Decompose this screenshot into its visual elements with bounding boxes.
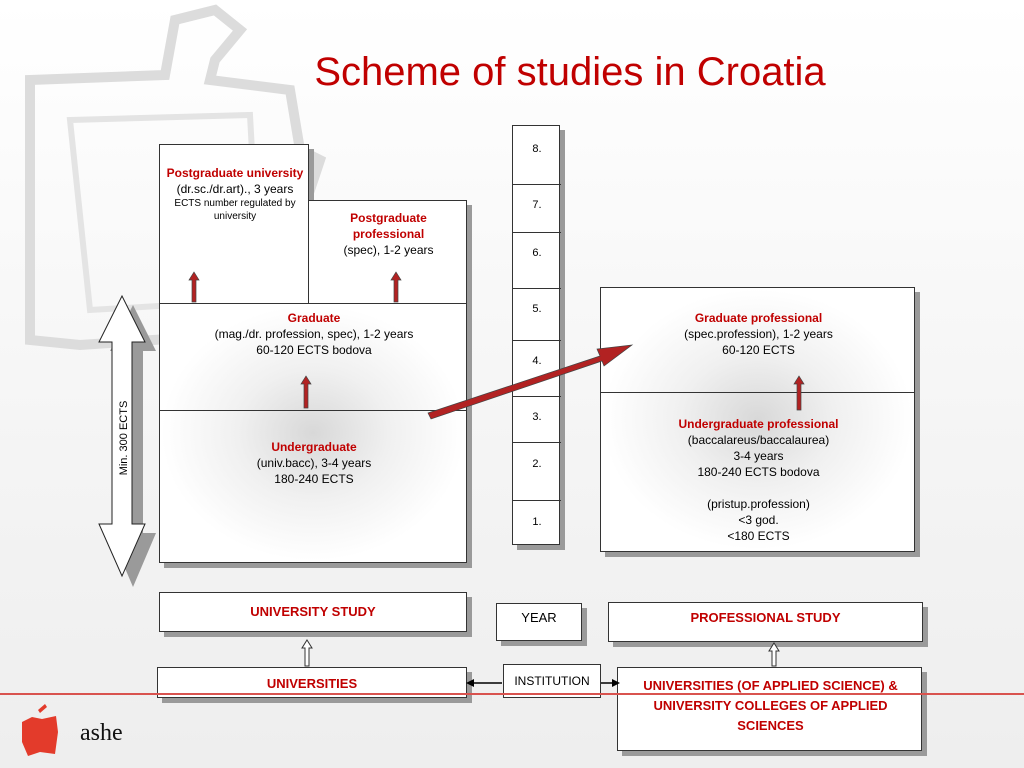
university-study-label: UNIVERSITY STUDY <box>159 592 467 632</box>
pristup-duration: <3 god. <box>738 513 779 527</box>
min-ects-label: Min. 300 ECTS <box>118 400 130 476</box>
diagonal-red-arrow <box>427 344 634 420</box>
institution-right-arrow <box>601 679 620 687</box>
universities-label: UNIVERSITIES <box>157 667 467 698</box>
pristup-profession: (pristup.profession) <box>707 497 810 511</box>
institution-left-arrow <box>466 679 502 687</box>
graduate-professional-title: Graduate professional <box>694 311 823 325</box>
year-7: 7. <box>513 184 561 232</box>
white-up-arrow-applied <box>768 642 780 667</box>
graduate-ects: 60-120 ECTS bodova <box>256 343 372 357</box>
postgraduate-professional-title: Postgraduate professional <box>350 211 427 241</box>
graduate-professional-duration: (spec.profession), 1-2 years <box>684 327 833 341</box>
graduate-box: Graduate (mag./dr. profession, spec), 1-… <box>159 303 467 563</box>
undergraduate-professional-duration: 3-4 years <box>733 449 784 463</box>
postgraduate-university-title: Postgraduate university <box>166 166 304 180</box>
professional-study-label: PROFESSIONAL STUDY <box>608 602 923 642</box>
red-up-arrow-1 <box>188 271 200 303</box>
undergraduate-ects: 180-240 ECTS <box>274 472 354 486</box>
postgraduate-university-box: Postgraduate university (dr.sc./dr.art).… <box>159 144 309 304</box>
year-8: 8. <box>532 143 542 155</box>
undergraduate-professional-degree: (baccalareus/baccalaurea) <box>687 433 830 447</box>
undergraduate-title: Undergraduate <box>271 440 357 454</box>
year-3: 3. <box>513 396 561 442</box>
year-6: 6. <box>513 232 561 288</box>
postgraduate-university-duration: (dr.sc./dr.art)., 3 years <box>176 182 294 196</box>
undergraduate-professional-title: Undergraduate professional <box>678 417 839 431</box>
graduate-duration: (mag./dr. profession, spec), 1-2 years <box>214 327 414 341</box>
postgraduate-professional-duration: (spec), 1-2 years <box>343 243 434 257</box>
year-scale: 8. 7. 6. 5. 4. 3. 2. 1. <box>512 125 561 546</box>
year-5: 5. <box>513 288 561 340</box>
professional-box: Graduate professional (spec.profession),… <box>600 287 915 552</box>
ashe-logo-text: ashe <box>80 720 123 746</box>
min-ects-double-arrow <box>98 294 156 587</box>
undergraduate-professional-ects: 180-240 ECTS bodova <box>697 465 820 479</box>
ashe-logo-icon <box>22 704 58 756</box>
institution-label: INSTITUTION <box>503 664 601 698</box>
page-title: Scheme of studies in Croatia <box>314 50 826 94</box>
red-up-arrow-4 <box>793 375 805 411</box>
postgraduate-university-ects: ECTS number regulated by university <box>174 198 296 222</box>
year-4: 4. <box>513 340 561 396</box>
undergraduate-duration: (univ.bacc), 3-4 years <box>256 456 372 470</box>
year-1: 1. <box>513 500 561 546</box>
white-up-arrow-universities <box>301 639 313 667</box>
year-2: 2. <box>513 442 561 500</box>
postgraduate-professional-box: Postgraduate professional (spec), 1-2 ye… <box>308 200 467 304</box>
professional-divider <box>601 392 914 393</box>
red-up-arrow-3 <box>300 375 312 409</box>
year-label: YEAR <box>496 603 582 641</box>
graduate-title: Graduate <box>287 311 341 325</box>
applied-sciences-label: UNIVERSITIES (OF APPLIED SCIENCE) & UNIV… <box>617 667 922 751</box>
graduate-professional-ects: 60-120 ECTS <box>722 343 795 357</box>
graduate-undergraduate-divider <box>160 410 466 411</box>
red-up-arrow-2 <box>390 271 402 303</box>
pristup-ects: <180 ECTS <box>727 529 790 543</box>
applied-sciences-text: UNIVERSITIES (OF APPLIED SCIENCE) & UNIV… <box>643 678 898 733</box>
footer-divider-line <box>0 693 1024 695</box>
